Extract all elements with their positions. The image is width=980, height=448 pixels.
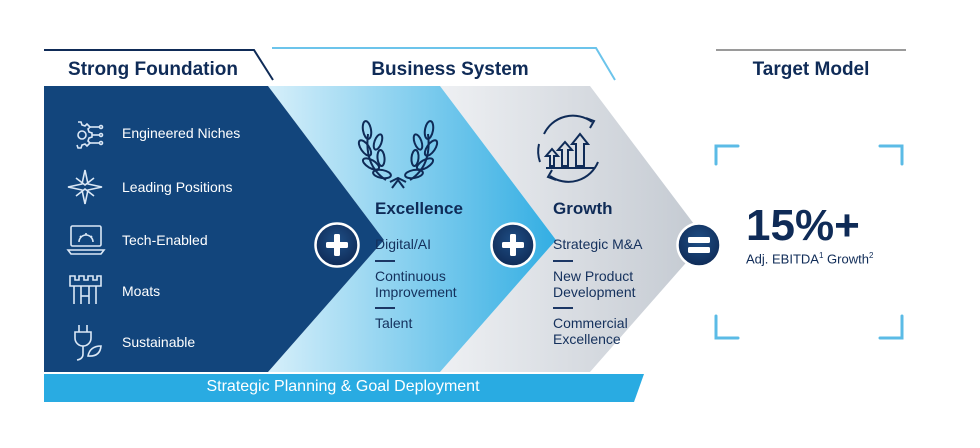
header-business-system: Business System [371,59,529,80]
excellence-item: Talent [375,315,413,331]
divider [553,260,573,262]
growth-item: New Product Development [553,268,636,300]
foundation-item-label: Tech-Enabled [122,232,208,248]
header-strong-foundation: Strong Foundation [68,59,238,80]
foundation-item-label: Engineered Niches [122,125,241,141]
target-label-text: Adj. EBITDA [746,251,819,267]
laurel-wreath-icon [357,120,439,189]
footnote-marker: 2 [868,251,874,260]
header-target-model: Target Model [752,59,870,80]
excellence-item: Digital/AI [375,236,432,252]
plus-icon [490,222,536,268]
growth-arrows-cycle-icon [537,114,599,183]
laptop-gear-icon [66,225,106,255]
excellence-chevron [268,86,556,372]
target-label-text: Growth [823,251,869,267]
foundation-item-label: Leading Positions [122,179,233,195]
foundation-header-line [44,49,274,81]
growth-item: Strategic M&A [553,236,643,252]
business-header-line [272,47,616,81]
excellence-item: Continuous Improvement [375,268,457,300]
target-value: 15%+ [746,201,860,250]
growth-title: Growth [553,199,613,218]
circuit-gear-icon [76,121,104,149]
divider [375,260,395,262]
foundation-item-label: Moats [122,283,161,299]
foundation-panel [44,86,384,372]
leaf-plug-icon [74,325,102,361]
growth-item: Commercial Excellence [553,315,628,347]
foundation-item-label: Sustainable [122,334,196,350]
equals-icon [676,222,722,268]
footnote-marker: 1 [818,251,824,260]
growth-chevron [440,86,706,372]
divider [553,307,573,309]
bottom-bar [44,374,644,402]
compass-star-icon [67,169,103,205]
target-label: Adj. EBITDA1 Growth2 [746,251,874,267]
excellence-title: Excellence [375,199,463,218]
divider [375,307,395,309]
castle-tower-icon [69,275,102,304]
target-frame [714,144,904,340]
plus-icon [314,222,360,268]
bottom-bar-label: Strategic Planning & Goal Deployment [206,378,480,395]
